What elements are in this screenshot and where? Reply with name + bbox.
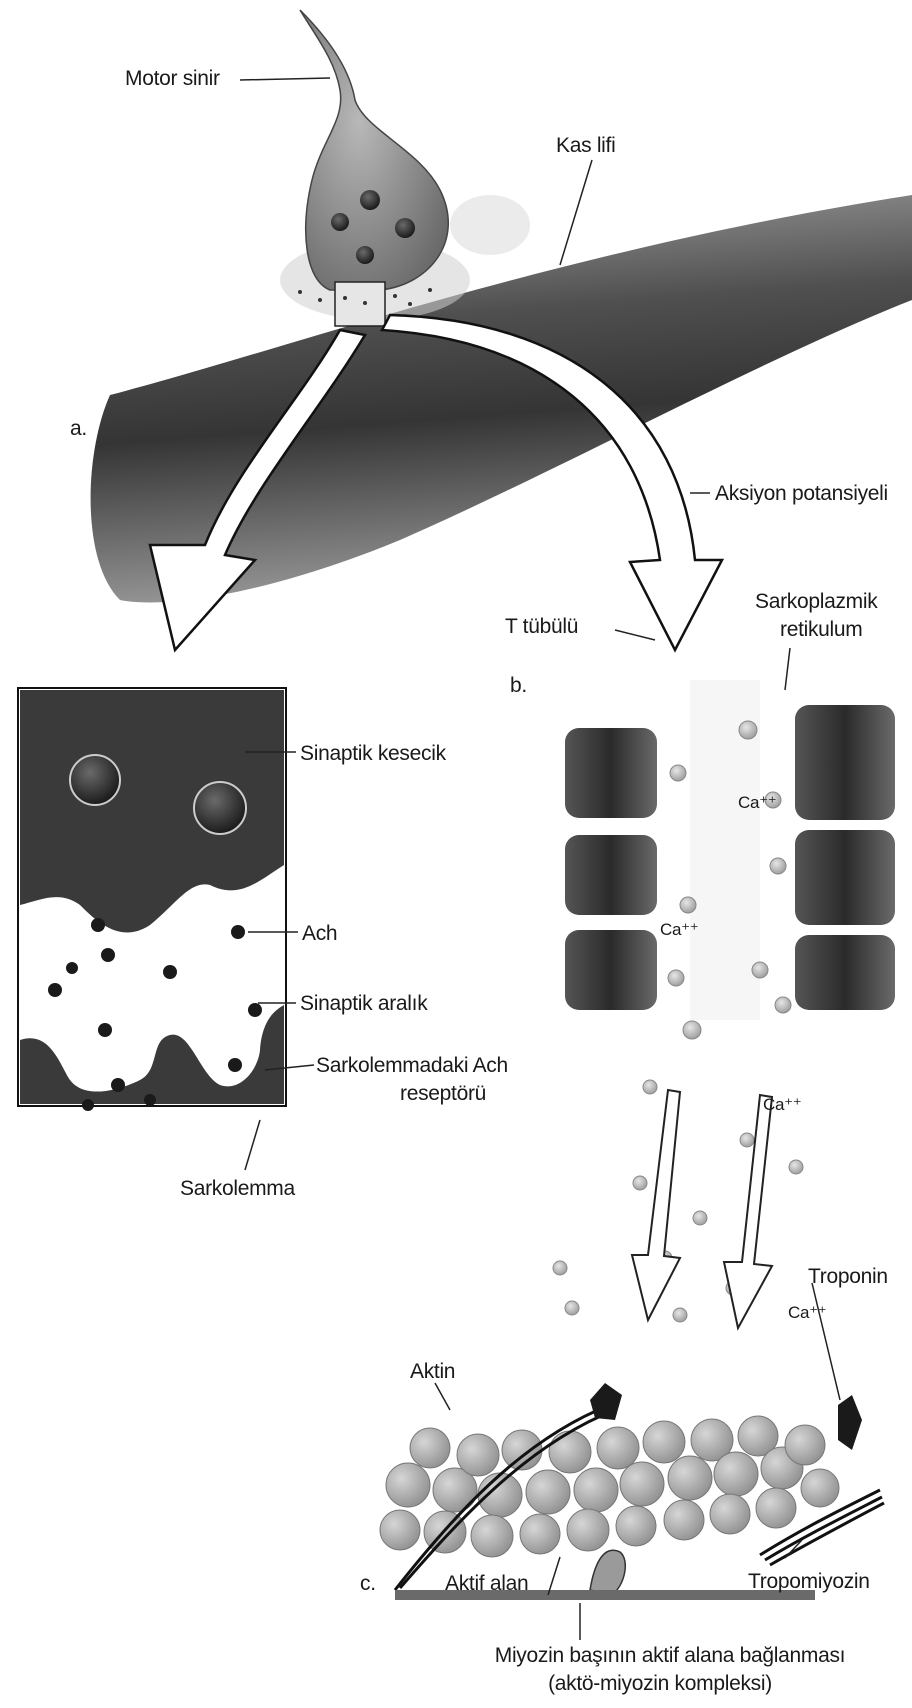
sarcoplasmic-reticulum [795, 830, 895, 925]
label-sarkolemma-ach-2: reseptörü [400, 1082, 486, 1105]
synaptic-vesicle-large [194, 782, 246, 834]
label-kas-lifi: Kas lifi [556, 134, 615, 157]
label-miyozin-2: (aktö-miyozin kompleksi) [548, 1672, 772, 1695]
label-aktin: Aktin [410, 1360, 455, 1383]
synaptic-vesicle [331, 213, 349, 231]
label-panel-a: a. [70, 417, 87, 440]
label-sinaptik-kesecik: Sinaptik kesecik [300, 742, 447, 765]
label-sarkolemma: Sarkolemma [180, 1177, 295, 1200]
label-panel-b: b. [510, 674, 527, 697]
junction-detail-box [335, 282, 385, 326]
label-sinaptik-aralik: Sinaptik aralık [300, 992, 428, 1015]
label-ach: Ach [302, 922, 337, 945]
troponin-complex [838, 1395, 862, 1450]
label-ca-1: Ca⁺⁺ [738, 793, 776, 812]
label-ca-2: Ca⁺⁺ [660, 920, 698, 939]
sarcoplasmic-reticulum [565, 728, 657, 818]
label-panel-c: c. [360, 1572, 376, 1595]
sarcoplasmic-reticulum [795, 935, 895, 1010]
synaptic-vesicle-large [70, 755, 120, 805]
synaptic-vesicle [360, 190, 380, 210]
sarcoplasmic-reticulum [565, 835, 657, 915]
panel-b-illustration [565, 680, 895, 1039]
panel-c-illustration [380, 1383, 884, 1600]
label-sarkoplazmik-1: Sarkoplazmik [755, 590, 878, 613]
label-aksiyon-potansiyeli: Aksiyon potansiyeli [715, 482, 888, 505]
down-arrow [724, 1095, 772, 1328]
sarcoplasmic-reticulum [565, 930, 657, 1010]
label-motor-sinir: Motor sinir [125, 67, 220, 90]
label-t-tubulu: T tübülü [505, 615, 578, 638]
label-ca-3: Ca⁺⁺ [763, 1095, 801, 1114]
panel-a-illustration [91, 10, 912, 603]
synaptic-vesicle [356, 246, 374, 264]
label-troponin: Troponin [808, 1265, 888, 1288]
troponin-complex [590, 1383, 622, 1420]
label-sarkoplazmik-2: retikulum [780, 618, 863, 641]
label-miyozin-1: Miyozin başının aktif alana bağlanması [495, 1644, 845, 1667]
label-tropomiyozin: Tropomiyozin [748, 1570, 870, 1593]
motor-nerve [300, 10, 448, 290]
sarcoplasmic-reticulum [795, 705, 895, 820]
label-ca-4: Ca⁺⁺ [788, 1303, 826, 1322]
actin-filament [380, 1416, 839, 1557]
myosin-head [590, 1550, 625, 1595]
label-aktif-alan: Aktif alan [445, 1572, 528, 1595]
synaptic-vesicle [395, 218, 415, 238]
down-arrow [632, 1090, 680, 1320]
label-sarkolemma-ach-1: Sarkolemmadaki Ach [316, 1054, 508, 1077]
